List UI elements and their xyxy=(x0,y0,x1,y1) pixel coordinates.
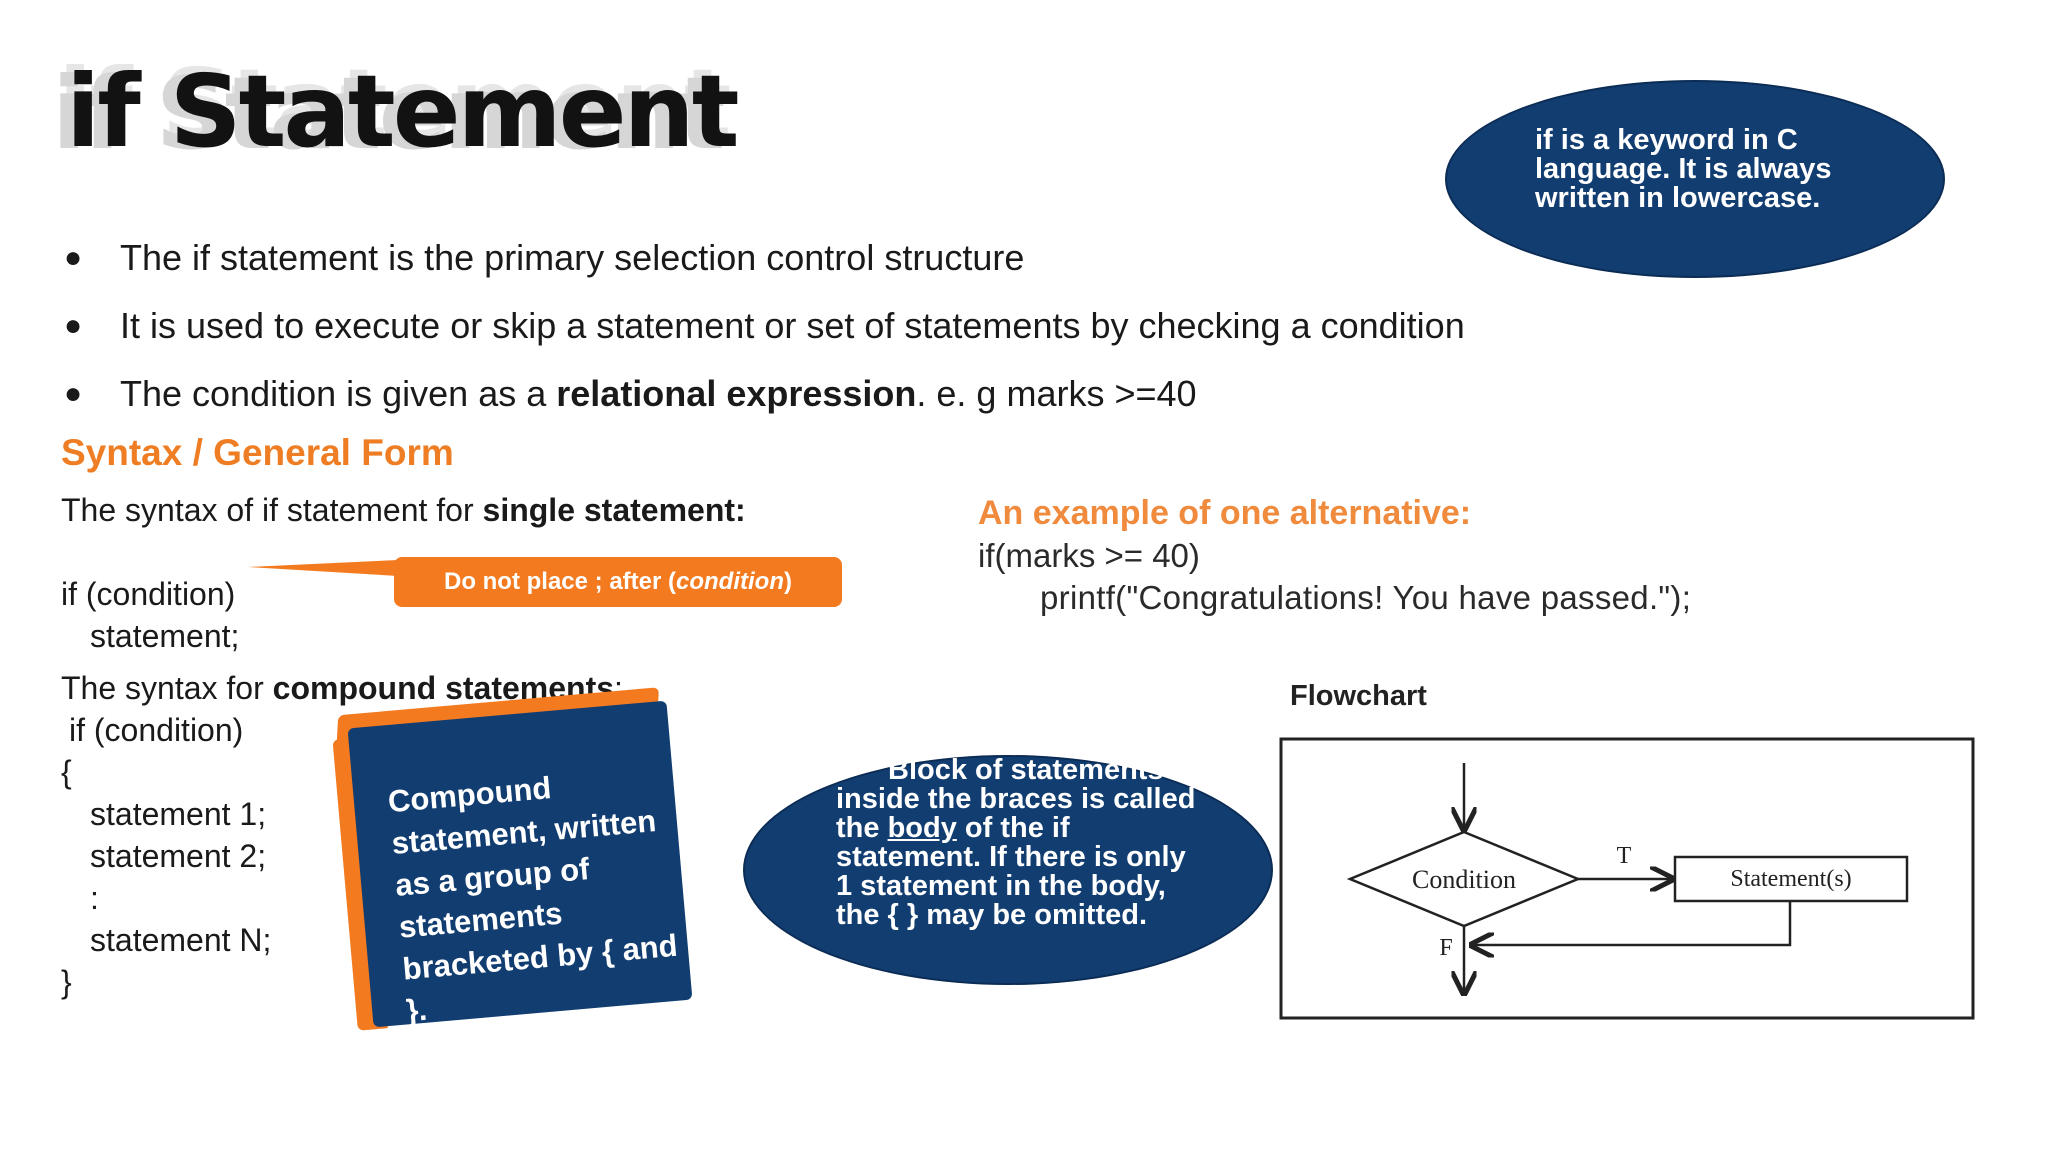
false-label: F xyxy=(1439,935,1452,961)
bullet-text-post: . e. g marks >=40 xyxy=(916,373,1197,414)
return-arrow xyxy=(1474,901,1792,945)
callout-pointer xyxy=(248,560,398,576)
statement-box xyxy=(1673,855,1909,903)
callout-box: Do not place ; after (condition) xyxy=(394,557,842,607)
example-code-line: if(marks >= 40) xyxy=(978,537,1200,574)
flowchart-diagram: Condition T Statement(s) F xyxy=(1279,737,1975,1020)
compound-note-text: Compound statement, written as a group o… xyxy=(386,770,679,1029)
compound-syntax-post: : xyxy=(614,670,623,706)
bullet-text: The if statement is the primary selectio… xyxy=(120,237,1025,278)
callout-text-italic: condition xyxy=(676,568,784,595)
compound-code-line: : xyxy=(90,880,99,916)
single-code-line: statement; xyxy=(90,618,240,654)
compound-code-line: statement 2; xyxy=(90,838,267,874)
bullet-text-bold: relational expression xyxy=(556,373,917,414)
compound-syntax-pre: The syntax for xyxy=(61,670,273,706)
bullet-dot-icon: ● xyxy=(64,309,83,342)
single-syntax-intro: The syntax of if statement for single st… xyxy=(61,492,746,529)
bullet-text: It is used to execute or skip a statemen… xyxy=(120,305,1465,346)
compound-code-line: statement 1; xyxy=(90,796,267,832)
block-note-bubble xyxy=(743,755,1273,985)
keyword-note-text: if is a keyword in C language. It is alw… xyxy=(1535,124,1832,214)
page-title: if Statement xyxy=(66,53,740,170)
bullet-item: ● It is used to execute or skip a statem… xyxy=(60,292,1620,360)
compound-code-line: if (condition) xyxy=(69,712,244,748)
bullet-text-pre: The condition is given as a xyxy=(120,373,557,414)
card-front-face: Compound statement, written as a group o… xyxy=(347,700,693,1028)
block-note-pre: Block of statements inside the braces is… xyxy=(836,754,1196,844)
single-syntax-bold: single statement: xyxy=(482,492,746,528)
bullet-dot-icon: ● xyxy=(64,377,83,410)
true-label: T xyxy=(1617,843,1632,869)
example-code-line: printf("Congratulations! You have passed… xyxy=(1040,579,1692,616)
callout-text-post: ) xyxy=(784,568,792,595)
condition-label: Condition xyxy=(1412,865,1516,894)
single-syntax-pre: The syntax of if statement for xyxy=(61,492,483,528)
syntax-heading: Syntax / General Form xyxy=(61,432,454,473)
block-note-underline: body xyxy=(887,812,957,844)
compound-code-line: { xyxy=(61,754,72,790)
single-code-line: if (condition) xyxy=(61,576,236,612)
flowchart-frame xyxy=(1279,737,1975,1020)
bullet-dot-icon: ● xyxy=(64,241,83,274)
keyword-note-bubble xyxy=(1445,80,1945,278)
compound-code-line: statement N; xyxy=(90,922,272,958)
compound-code-line: } xyxy=(61,964,72,1000)
callout-text-pre: Do not place ; after ( xyxy=(443,568,677,595)
statement-label: Statement(s) xyxy=(1730,866,1851,892)
block-note-text: Block of statements inside the braces is… xyxy=(836,756,1196,930)
bullet-list: ● The if statement is the primary select… xyxy=(60,224,1620,428)
example-heading: An example of one alternative: xyxy=(978,494,1472,532)
bullet-item: ● The condition is given as a relational… xyxy=(60,360,1620,428)
flowchart-label: Flowchart xyxy=(1290,680,1427,712)
bullet-item: ● The if statement is the primary select… xyxy=(60,224,1620,292)
compound-note-card: Compound statement, written as a group o… xyxy=(332,687,693,1031)
block-note-post: of the if statement. If there is only 1 … xyxy=(836,812,1186,931)
